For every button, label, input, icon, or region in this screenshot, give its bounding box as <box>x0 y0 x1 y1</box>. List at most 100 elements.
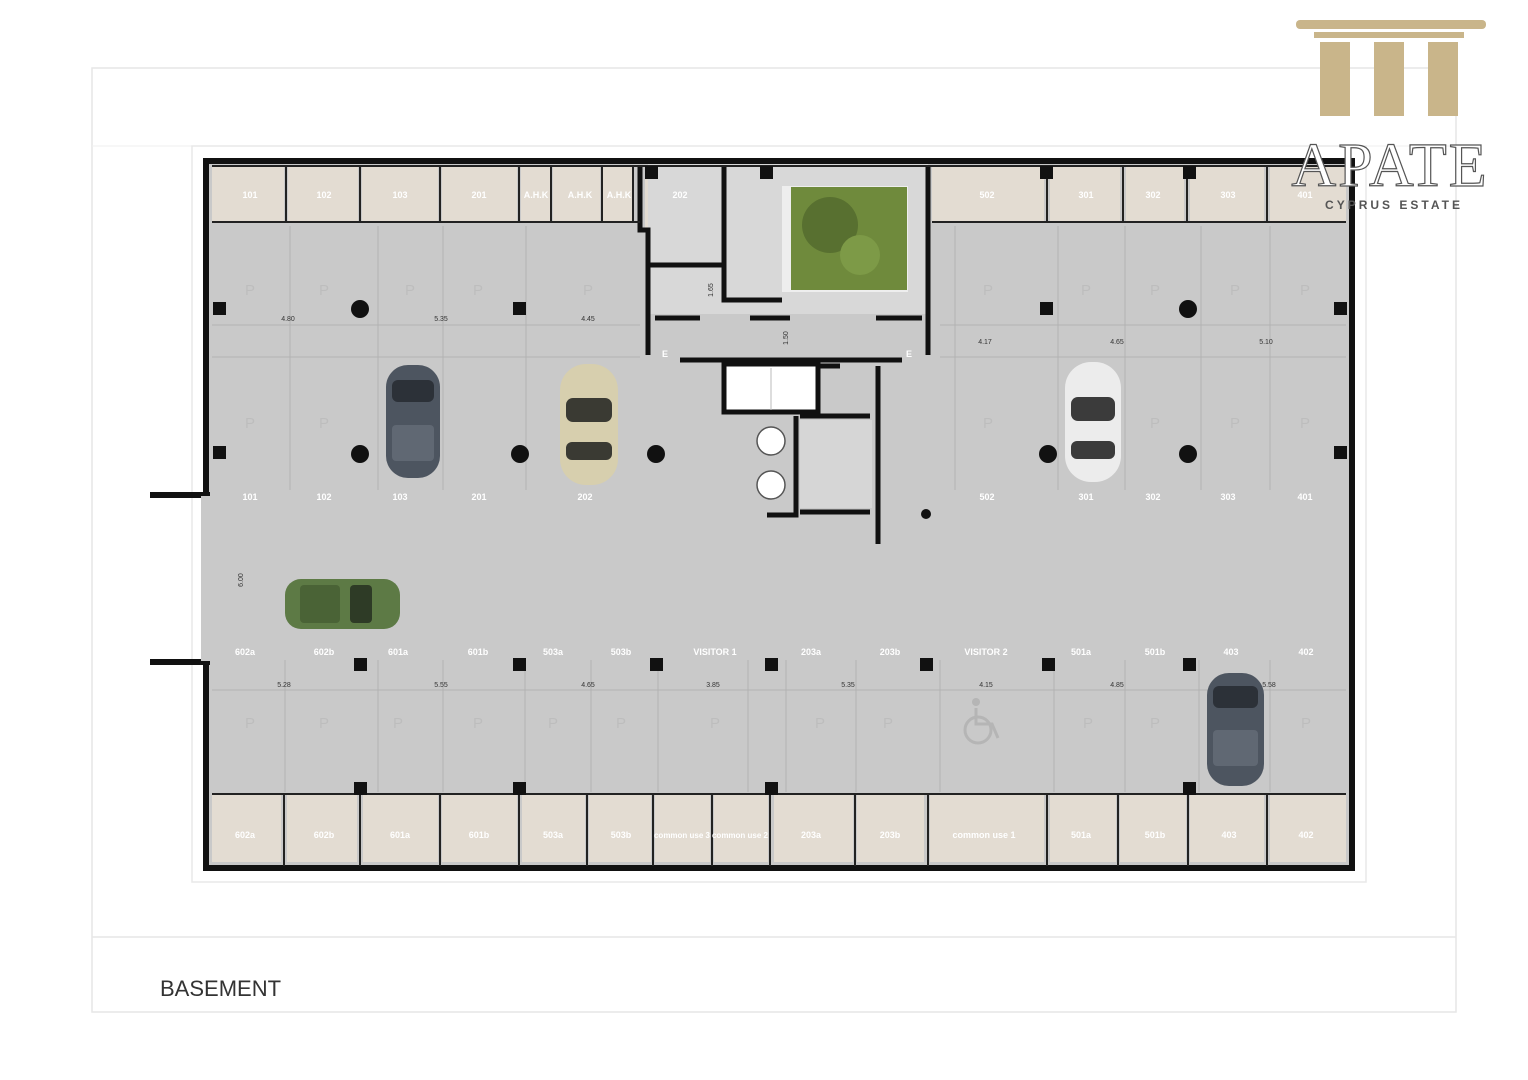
column-round <box>647 445 665 463</box>
dimension: 5.28 <box>277 682 291 689</box>
bay-label: 601b <box>468 647 489 657</box>
column-square <box>765 782 778 795</box>
storage-label-bottom: 601a <box>390 830 411 840</box>
bay-label: 103 <box>392 492 407 502</box>
column-square <box>645 166 658 179</box>
storage-label-bottom: 601b <box>469 830 490 840</box>
storage-label-bottom: common use 2 <box>712 831 769 840</box>
storage-unit <box>1190 794 1264 862</box>
dimension: 5.58 <box>1262 682 1276 689</box>
wheelchair-icon <box>963 698 1000 745</box>
dimension: 6.00 <box>238 573 245 587</box>
storage-label-top: 302 <box>1145 190 1160 200</box>
parking-mark: P <box>1150 415 1160 432</box>
parking-mark: P <box>983 282 993 299</box>
bay-label: 101 <box>242 492 257 502</box>
column-square <box>1334 446 1347 459</box>
parking-mark: P <box>1301 715 1311 732</box>
column-square <box>1334 302 1347 315</box>
column-round <box>351 300 369 318</box>
storage-label-top: 502 <box>979 190 994 200</box>
walls <box>150 158 1355 871</box>
column-round <box>1179 445 1197 463</box>
lift-marker: E <box>906 349 912 359</box>
bay-label: 502 <box>979 492 994 502</box>
column-square <box>1042 658 1055 671</box>
parking-mark: P <box>815 715 825 732</box>
ramp-opening <box>201 496 211 661</box>
car-green <box>285 579 400 629</box>
dimension: 5.35 <box>434 316 448 323</box>
car-white <box>1065 362 1121 482</box>
brand-tagline: CYPRUS ESTATE <box>1325 198 1463 212</box>
storage-unit <box>857 794 924 862</box>
storage-label-top: 301 <box>1078 190 1093 200</box>
storage-unit <box>774 794 853 862</box>
column-square <box>354 782 367 795</box>
storage-label-bottom: common use 3 <box>654 831 711 840</box>
storage-label-bottom: 503b <box>611 830 632 840</box>
dimension: 4.65 <box>1110 339 1124 346</box>
storage-label-bottom: 203b <box>880 830 901 840</box>
parking-mark: P <box>473 715 483 732</box>
dimension: 1.65 <box>708 283 715 297</box>
site-outline <box>191 145 1367 883</box>
column-square <box>213 446 226 459</box>
dimension: 1.50 <box>783 331 790 345</box>
storage-unit <box>212 166 284 222</box>
storage-label-top: 303 <box>1220 190 1235 200</box>
dimension: 4.17 <box>978 339 992 346</box>
column-square <box>1040 302 1053 315</box>
storage-label-top: 201 <box>471 190 486 200</box>
lift-marker: E <box>662 349 668 359</box>
dimension: 4.15 <box>979 682 993 689</box>
parking-mark: P <box>1150 282 1160 299</box>
storage-unit <box>442 794 517 862</box>
sheet-frame <box>91 67 1457 1013</box>
storage-label-bottom: 501a <box>1071 830 1092 840</box>
parking-mark: P <box>319 415 329 432</box>
dimension: 5.35 <box>841 682 855 689</box>
dimension: 3.85 <box>706 682 720 689</box>
column-square <box>1183 782 1196 795</box>
storage-unit <box>603 166 633 222</box>
bay-label: 601a <box>388 647 409 657</box>
storage-label-bottom: 501b <box>1145 830 1166 840</box>
dimension: 4.80 <box>281 316 295 323</box>
parking-mark: P <box>245 415 255 432</box>
parking-bays <box>212 165 1346 866</box>
bay-label: 301 <box>1078 492 1093 502</box>
storage-unit <box>442 166 517 222</box>
column-round <box>921 509 931 519</box>
bay-label: 201 <box>471 492 486 502</box>
bay-label: 503a <box>543 647 564 657</box>
storage-unit <box>521 166 550 222</box>
parking-mark: P <box>319 282 329 299</box>
parking-mark: P <box>616 715 626 732</box>
parking-mark: P <box>393 715 403 732</box>
parking-mark: P <box>1230 415 1240 432</box>
dimension: 4.85 <box>1110 682 1124 689</box>
storage-unit <box>589 794 651 862</box>
parking-mark: P <box>883 715 893 732</box>
car-beige <box>560 364 618 485</box>
core-wall-left <box>637 165 651 355</box>
column-square <box>513 658 526 671</box>
storage-label-top: 202 <box>672 190 687 200</box>
bay-label: 302 <box>1145 492 1160 502</box>
garden-tree <box>802 197 858 253</box>
storage-unit <box>288 166 358 222</box>
bay-label: 402 <box>1298 647 1313 657</box>
bay-label: 303 <box>1220 492 1235 502</box>
column-square <box>513 782 526 795</box>
dimension: 5.10 <box>1259 339 1273 346</box>
storage-unit <box>1270 794 1346 862</box>
bay-label: VISITOR 1 <box>693 647 736 657</box>
column-square <box>920 658 933 671</box>
column-square <box>1183 166 1196 179</box>
storage-unit <box>553 166 600 222</box>
column-square <box>1040 166 1053 179</box>
bay-label: 602a <box>235 647 256 657</box>
